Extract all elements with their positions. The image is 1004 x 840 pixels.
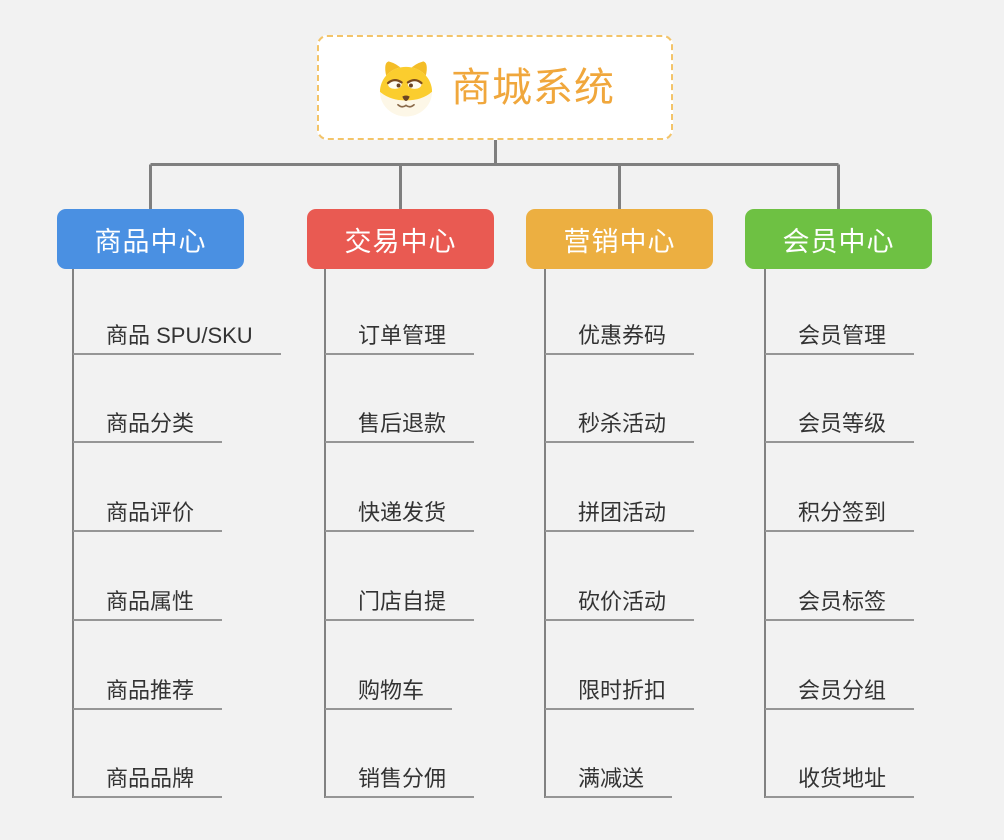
branch-label: 交易中心: [344, 226, 457, 257]
leaf-node[interactable]: 会员分组: [765, 678, 915, 710]
branch-node-trade-center[interactable]: 交易中心: [307, 209, 494, 269]
leaf-node[interactable]: 商品推荐: [73, 678, 223, 710]
leaf-node[interactable]: 商品评价: [73, 500, 223, 532]
root-title: 商城系统: [451, 65, 615, 110]
leaf-node[interactable]: 门店自提: [325, 589, 475, 621]
leaf-node[interactable]: 商品属性: [73, 589, 223, 621]
branch-label: 营销中心: [563, 226, 676, 257]
leaf-node[interactable]: 商品分类: [73, 411, 223, 443]
leaf-node[interactable]: 商品品牌: [73, 766, 223, 798]
leaf-node[interactable]: 会员标签: [765, 589, 915, 621]
leaf-node[interactable]: 限时折扣: [545, 678, 695, 710]
branch-node-product-center[interactable]: 商品中心: [57, 209, 244, 269]
leaf-node[interactable]: 订单管理: [325, 323, 475, 355]
branch-label: 会员中心: [782, 226, 895, 257]
dog-face-icon: [379, 60, 433, 117]
branch-node-marketing-center[interactable]: 营销中心: [526, 209, 713, 269]
branch-children-trade-center: 订单管理 售后退款 快递发货 门店自提 购物车 销售分佣: [324, 269, 574, 800]
branch-label: 商品中心: [94, 226, 207, 257]
leaf-node[interactable]: 商品 SPU/SKU: [73, 323, 281, 355]
leaf-node[interactable]: 销售分佣: [325, 766, 475, 798]
leaf-node[interactable]: 拼团活动: [545, 500, 695, 532]
branch-children-product-center: 商品 SPU/SKU 商品分类 商品评价 商品属性 商品推荐 商品品牌: [72, 269, 322, 800]
branch-children-member-center: 会员管理 会员等级 积分签到 会员标签 会员分组 收货地址: [764, 269, 1004, 800]
leaf-node[interactable]: 积分签到: [765, 500, 915, 532]
leaf-node[interactable]: 会员管理: [765, 323, 915, 355]
leaf-node[interactable]: 满减送: [545, 766, 673, 798]
leaf-node[interactable]: 会员等级: [765, 411, 915, 443]
branch-node-member-center[interactable]: 会员中心: [745, 209, 932, 269]
leaf-node[interactable]: 购物车: [325, 678, 453, 710]
leaf-node[interactable]: 快递发货: [325, 500, 475, 532]
branch-children-marketing-center: 优惠券码 秒杀活动 拼团活动 砍价活动 限时折扣 满减送: [544, 269, 794, 800]
leaf-node[interactable]: 秒杀活动: [545, 411, 695, 443]
leaf-node[interactable]: 砍价活动: [545, 589, 695, 621]
leaf-node[interactable]: 收货地址: [765, 766, 915, 798]
leaf-node[interactable]: 优惠券码: [545, 323, 695, 355]
leaf-node[interactable]: 售后退款: [325, 411, 475, 443]
root-node[interactable]: 商城系统: [317, 35, 673, 140]
